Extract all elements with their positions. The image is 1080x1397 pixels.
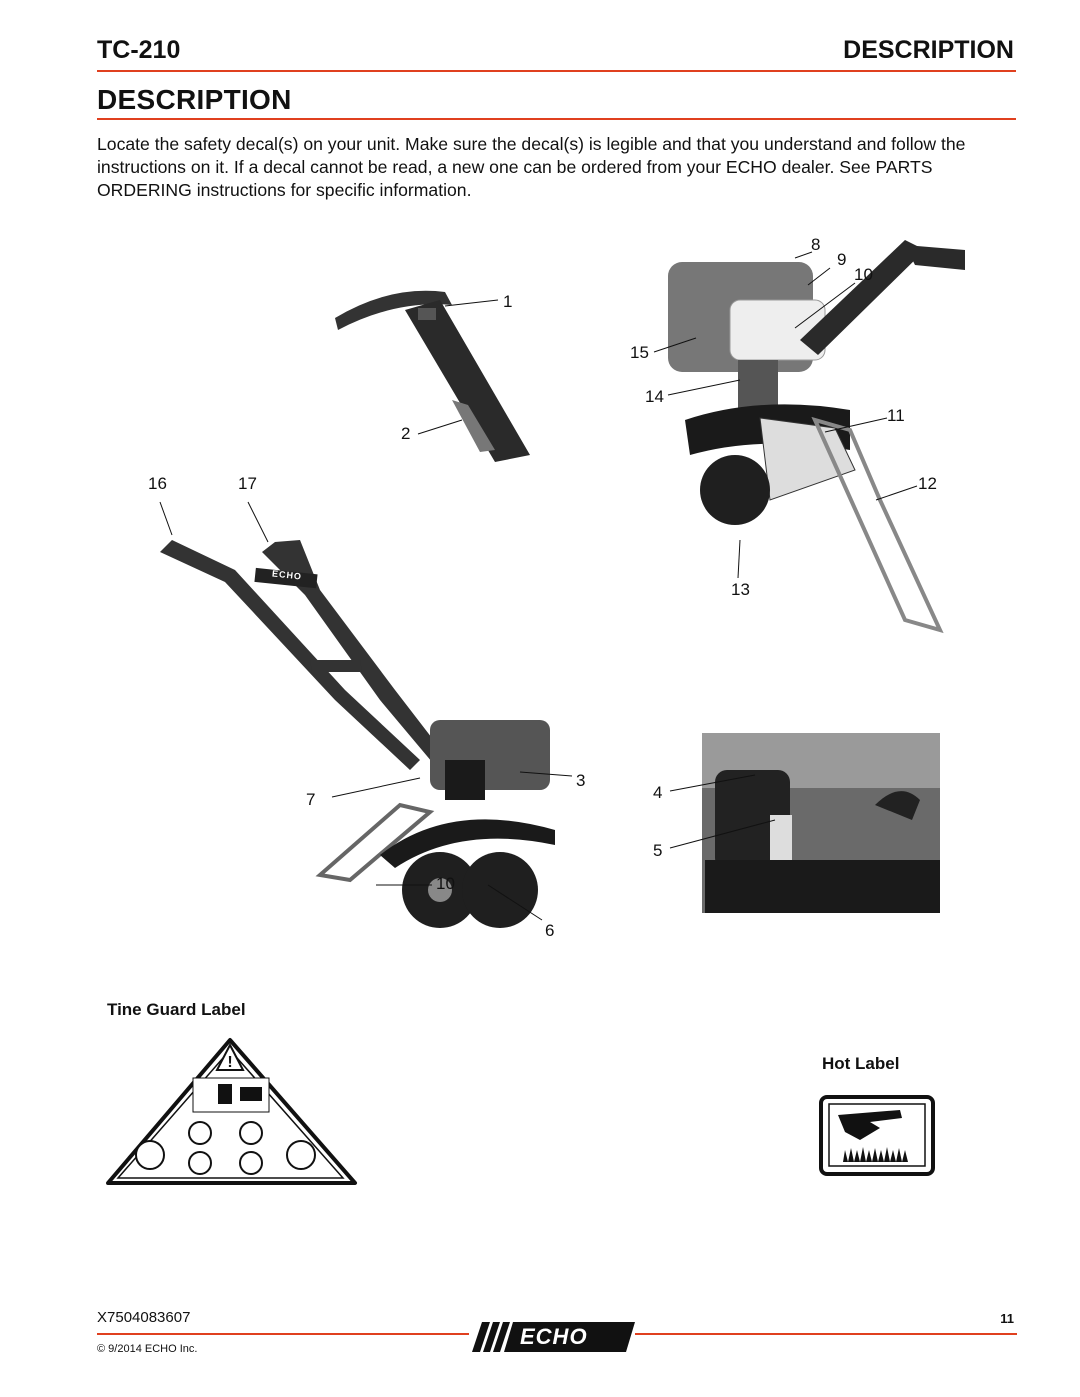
intro-paragraph: Locate the safety decal(s) on your unit.… (97, 134, 966, 200)
callout-16: 16 (148, 474, 167, 493)
callout-6: 6 (545, 921, 555, 940)
document-code: X7504083607 (97, 1309, 191, 1326)
callout-2: 2 (401, 424, 411, 443)
svg-text:!: ! (227, 1054, 232, 1071)
header-rule (97, 70, 1016, 72)
engine-closeup-figure (668, 240, 965, 634)
callout-15: 15 (630, 343, 649, 362)
callout-3: 3 (576, 771, 586, 790)
callout-5: 5 (653, 841, 663, 860)
page-title: DESCRIPTION (97, 84, 292, 115)
title-rule (97, 118, 1016, 120)
callout-13: 13 (731, 580, 750, 599)
hot-label-caption: Hot Label (822, 1054, 900, 1073)
callout-12: 12 (918, 474, 937, 493)
callout-14: 14 (645, 387, 664, 406)
controls-closeup-figure (702, 733, 940, 913)
copyright: © 9/2014 ECHO Inc. (97, 1343, 198, 1355)
section-name: DESCRIPTION (843, 36, 1014, 64)
callout-1: 1 (503, 292, 513, 311)
tine-guard-label-figure: ! (106, 1038, 357, 1185)
callout-11: 11 (887, 406, 905, 425)
footer-logo-text: ECHO (520, 1324, 588, 1349)
echo-logo-icon (472, 1322, 635, 1352)
callout-4: 4 (653, 783, 663, 802)
handle-grip-figure (335, 290, 530, 462)
callout-10-tiller: 10 (436, 874, 455, 893)
tine-guard-label-caption: Tine Guard Label (107, 1000, 246, 1019)
model-number: TC-210 (97, 36, 181, 64)
callout-9: 9 (837, 250, 847, 269)
callout-8: 8 (811, 235, 821, 254)
callout-17: 17 (238, 474, 257, 493)
page-number: 11 (1000, 1311, 1014, 1326)
hot-label-figure (819, 1095, 935, 1176)
tiller-figure (160, 540, 555, 928)
callout-7: 7 (306, 790, 316, 809)
callout-10: 10 (854, 265, 873, 284)
